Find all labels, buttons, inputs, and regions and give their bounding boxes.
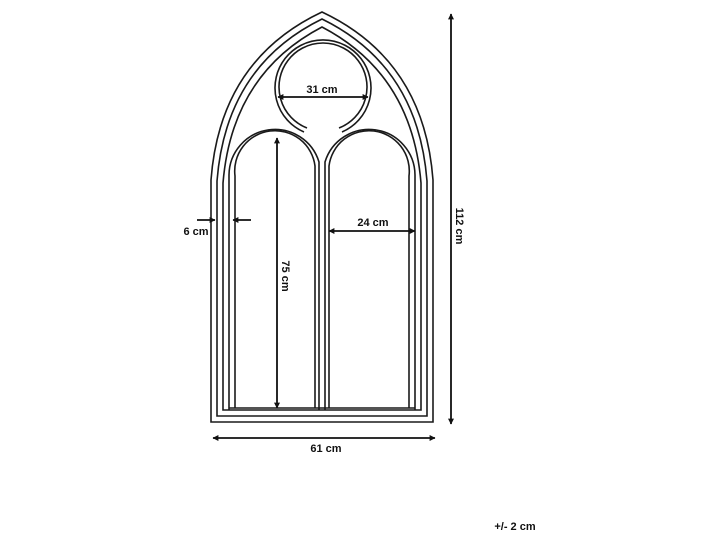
total-width-label: 61 cm xyxy=(310,443,341,455)
pane-width-label: 24 cm xyxy=(357,217,388,229)
left-pane-inner-outline xyxy=(233,129,316,408)
frame-middle-outline xyxy=(216,18,428,417)
dimension-circle-width: 31 cm xyxy=(277,84,369,100)
circle-width-label: 31 cm xyxy=(306,84,337,96)
mirror-frame xyxy=(210,11,434,423)
circle-window-inner xyxy=(278,42,368,129)
tolerance-note: +/- 2 cm xyxy=(494,521,535,533)
right-pane-inner-outline xyxy=(328,129,411,408)
total-height-label: 112 cm xyxy=(453,208,465,245)
circle-window-outer xyxy=(274,39,372,133)
dimension-pane-width: 24 cm xyxy=(328,217,416,234)
frame-border-label: 6 cm xyxy=(183,226,208,238)
right-pane-outline xyxy=(324,128,416,410)
left-pane-outline xyxy=(228,128,320,410)
dimension-total-height: 112 cm xyxy=(448,13,465,425)
frame-outer-outline xyxy=(210,11,434,423)
dimension-frame-border: 6 cm xyxy=(183,217,251,238)
frame-inner-outline xyxy=(222,26,422,411)
pane-height-label: 75 cm xyxy=(279,260,291,291)
dimension-pane-height: 75 cm xyxy=(274,137,291,409)
dimension-total-width: 61 cm xyxy=(212,435,436,455)
